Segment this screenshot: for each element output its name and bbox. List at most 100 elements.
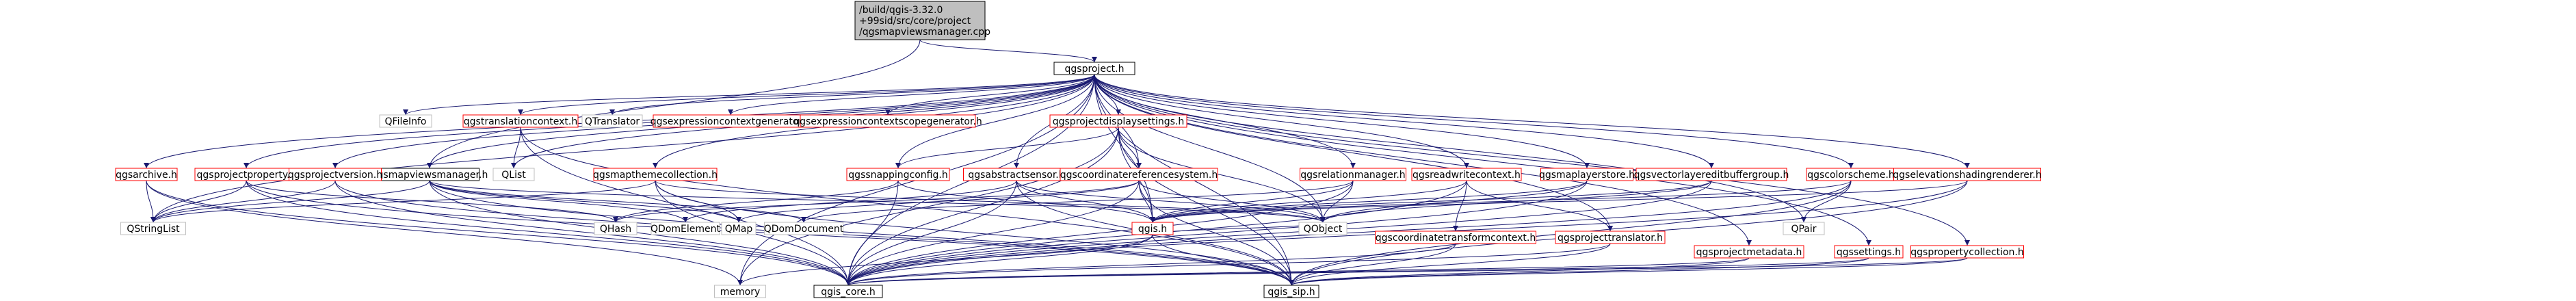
edge-qgscoordinatetransformcontext-to-qgis_sip xyxy=(1289,243,1456,286)
edge-qgsvectorlayereditbuffergroup-to-qobject xyxy=(1320,180,1712,223)
node-label-qgsprojectmetadata: qgsprojectmetadata.h xyxy=(1696,247,1802,258)
node-label-qmap: QMap xyxy=(725,224,753,235)
edge-qgstranslationcontext-to-qgis_core xyxy=(520,127,851,286)
node-qgsproject[interactable]: qgsproject.h xyxy=(1053,62,1135,75)
node-label-qgsprojectdisplaysettings: qgsprojectdisplaysettings.h xyxy=(1053,116,1185,127)
node-qgsprojectdisplaysettings[interactable]: qgsprojectdisplaysettings.h xyxy=(1049,114,1187,128)
edge-qgsmapthemecollection-to-qstringlist xyxy=(150,180,656,223)
node-box-qfileinfo xyxy=(379,114,432,128)
node-qgsarchive[interactable]: qgsarchive.h xyxy=(115,168,178,181)
node-root: /build/qgis-3.32.0+99sid/src/core/projec… xyxy=(854,1,990,40)
node-qgis_sip[interactable]: qgis_sip.h xyxy=(1263,285,1319,298)
node-qgsreadwritecontext[interactable]: qgsreadwritecontext.h xyxy=(1411,168,1522,181)
edge-qgsmaplayerstore-to-qgis xyxy=(1150,180,1588,223)
node-label-qhash: QHash xyxy=(600,224,631,235)
edge-qgscolorscheme-to-qgis xyxy=(1150,180,1852,223)
node-label-qpair: QPair xyxy=(1791,224,1816,235)
edge-qgsproject-to-qgsexpressioncontextgenerator xyxy=(728,74,1095,116)
node-label-qstringlist: QStringList xyxy=(127,224,180,235)
node-qstringlist: QStringList xyxy=(120,222,186,235)
node-box-qstringlist xyxy=(120,222,186,235)
node-qgsprojectproperty[interactable]: qgsprojectproperty.h xyxy=(194,168,298,181)
node-label-qgsprojectproperty: qgsprojectproperty.h xyxy=(197,170,296,181)
node-label-root: /qgsmapviewsmanager.cpp xyxy=(859,27,990,38)
edge-qgsproject-to-qobject xyxy=(1094,74,1326,223)
node-qpair: QPair xyxy=(1783,222,1825,235)
node-box-qgsvectorlayereditbuffergroup xyxy=(1635,168,1787,181)
node-box-qgsexpressioncontextscopegenerator xyxy=(800,114,976,128)
edge-qgsprojecttranslator-to-qgis_sip xyxy=(1289,243,1611,286)
node-box-qgscoordinatereferencesystem xyxy=(1060,168,1218,181)
edge-qgsprojectdisplaysettings-to-qgis_core xyxy=(845,127,1119,286)
node-qgselevationshadingrenderer[interactable]: qgselevationshadingrenderer.h xyxy=(1893,168,2042,181)
node-qgsvectorlayereditbuffergroup[interactable]: qgsvectorlayereditbuffergroup.h xyxy=(1634,168,1789,181)
edge-qgspropertycollection-to-qgis_core xyxy=(845,257,1968,286)
node-label-root: /build/qgis-3.32.0 xyxy=(859,5,943,16)
node-label-qgsreadwritecontext: qgsreadwritecontext.h xyxy=(1412,170,1521,181)
edge-qgsvectorlayereditbuffergroup-to-qgis_core xyxy=(845,180,1712,286)
edge-qgsproject-to-qfileinfo xyxy=(403,74,1095,116)
edge-qgsprojectdisplaysettings-to-qgssnappingconfig xyxy=(895,127,1119,169)
edge-qgsproject-to-qgstranslationcontext xyxy=(518,74,1095,116)
node-label-qgsmapviewsmanager: qgsmapviewsmanager.h xyxy=(371,170,488,181)
edge-qgsprojectdisplaysettings-to-qgis_sip xyxy=(1118,127,1294,286)
edge-qgssnappingconfig-to-qgis_core xyxy=(845,180,899,286)
node-label-qgsmapthemecollection: qgsmapthemecollection.h xyxy=(593,170,718,181)
edge-qgsproject-to-qgsexpressioncontextscopegenerator xyxy=(885,74,1095,116)
edge-qgsreadwritecontext-to-qgscoordinatetransformcontext xyxy=(1453,180,1467,232)
node-qgsmaplayerstore[interactable]: qgsmaplayerstore.h xyxy=(1539,168,1635,181)
node-qgsprojectversion[interactable]: qgsprojectversion.h xyxy=(288,168,382,181)
node-label-qlist: QList xyxy=(501,170,526,181)
edge-qgsproject-to-qtranslator xyxy=(609,74,1095,116)
node-qgspropertycollection[interactable]: qgspropertycollection.h xyxy=(1910,245,2024,259)
edge-qgsarchive-to-qgis_core xyxy=(146,180,851,286)
node-qgscolorscheme[interactable]: qgscolorscheme.h xyxy=(1806,168,1896,181)
node-label-qgsprojectversion: qgsprojectversion.h xyxy=(288,170,382,181)
edge-qgsmapviewsmanager-to-qdomdocument xyxy=(429,180,806,223)
node-qgscoordinatereferencesystem[interactable]: qgscoordinatereferencesystem.h xyxy=(1060,168,1218,181)
edge-qgssnappingconfig-to-qgis xyxy=(897,180,1155,223)
node-qgis[interactable]: qgis.h xyxy=(1131,222,1174,235)
node-label-qgis_core: qgis_core.h xyxy=(821,287,876,298)
edge-qgsproject-to-qpair xyxy=(1094,74,1806,223)
node-qgssettings[interactable]: qgssettings.h xyxy=(1834,245,1904,259)
edge-qgsproject-to-qgspropertycollection xyxy=(1094,74,1970,246)
node-qgsexpressioncontextgenerator[interactable]: qgsexpressioncontextgenerator.h xyxy=(650,114,811,128)
edge-qgsprojectmetadata-to-qgis_core xyxy=(845,257,1750,286)
edge-qgis-to-qgis_core xyxy=(845,234,1153,286)
node-qgsprojectmetadata[interactable]: qgsprojectmetadata.h xyxy=(1694,245,1804,259)
node-label-qgsexpressioncontextgenerator: qgsexpressioncontextgenerator.h xyxy=(650,116,811,127)
node-qgstranslationcontext[interactable]: qgstranslationcontext.h xyxy=(462,114,579,128)
edge-qgsproject-to-qgselevationshadingrenderer xyxy=(1094,74,1970,169)
node-qgis_core[interactable]: qgis_core.h xyxy=(813,285,883,298)
node-box-qdomdocument xyxy=(764,222,843,235)
node-box-qhash xyxy=(594,222,638,235)
edge-qgsmapthemecollection-to-qgis_sip xyxy=(655,180,1294,286)
node-qgsprojecttranslator[interactable]: qgsprojecttranslator.h xyxy=(1555,231,1666,244)
node-box-qgis_sip xyxy=(1263,285,1319,298)
node-box-qgsmaplayerstore xyxy=(1540,168,1633,181)
node-box-qgscoordinatetransformcontext xyxy=(1375,231,1536,244)
edge-qgsmaplayerstore-to-qgis_core xyxy=(845,180,1588,286)
node-qgssnappingconfig[interactable]: qgssnappingconfig.h xyxy=(846,168,950,181)
node-memory: memory xyxy=(714,285,766,298)
node-qgsmapthemecollection[interactable]: qgsmapthemecollection.h xyxy=(593,168,718,181)
edge-qgsproject-to-qgssettings xyxy=(1094,74,1871,246)
node-qgsexpressioncontextscopegenerator[interactable]: qgsexpressioncontextscopegenerator.h xyxy=(793,114,982,128)
node-qgsabstractsensor[interactable]: qgsabstractsensor.h xyxy=(963,168,1070,181)
node-label-qgsprojecttranslator: qgsprojecttranslator.h xyxy=(1558,233,1663,244)
node-qgsmapviewsmanager[interactable]: qgsmapviewsmanager.h xyxy=(371,168,488,181)
node-label-qfileinfo: QFileInfo xyxy=(385,116,427,127)
node-qdomelement: QDomElement xyxy=(650,222,720,235)
edge-qgsmapviewsmanager-to-qgis_sip xyxy=(429,180,1294,286)
edge-qgsmapviewsmanager-to-qdomelement xyxy=(429,180,688,223)
node-qgscoordinatetransformcontext[interactable]: qgscoordinatetransformcontext.h xyxy=(1375,231,1536,244)
edge-qgscolorscheme-to-qgis_core xyxy=(845,180,1852,286)
node-label-qdomdocument: QDomDocument xyxy=(764,224,844,235)
edge-qgsprojectdisplaysettings-to-memory xyxy=(737,127,1119,286)
node-box-qgsprojectdisplaysettings xyxy=(1049,114,1187,128)
node-qgsrelationmanager[interactable]: qgsrelationmanager.h xyxy=(1300,168,1406,181)
node-label-root: +99sid/src/core/project xyxy=(859,16,971,27)
node-box-qgssnappingconfig xyxy=(846,168,950,181)
